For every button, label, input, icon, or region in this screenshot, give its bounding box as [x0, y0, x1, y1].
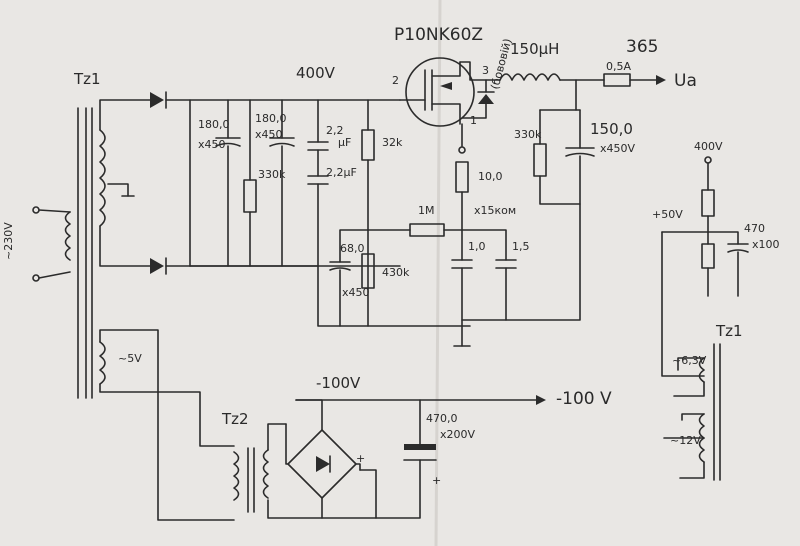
pin-source: 1	[470, 114, 477, 127]
resistor-10	[455, 123, 469, 261]
tap-12v-label: ~12V	[670, 434, 701, 447]
inductor-150uh	[499, 73, 605, 81]
output-label: Ua	[674, 71, 697, 91]
cap-180-b	[269, 99, 295, 267]
tz1-5v-secondary-wiring	[99, 329, 235, 521]
cap-180-b-voltage: x450	[255, 128, 283, 141]
cap-2u2-b-label: 2,2μF	[326, 166, 357, 179]
page-fold	[434, 0, 442, 546]
resistor-330k-a-label: 330k	[258, 168, 286, 181]
right-50v-label: +50V	[652, 208, 683, 221]
sec-5v-label: ~5V	[118, 352, 142, 365]
cap-180-a	[215, 99, 241, 267]
resistor-330k-a	[243, 99, 257, 267]
tz1-transformer	[64, 107, 106, 399]
cap-68	[329, 229, 369, 327]
resistor-10-label: 10,0	[478, 170, 503, 183]
resistor-1m	[367, 223, 463, 237]
cap-1u0	[451, 259, 473, 347]
cap-2u2-a-unit: μF	[338, 136, 351, 149]
cap-2u2-a	[307, 99, 329, 267]
resistor-430k-label: 430k	[382, 266, 410, 279]
output-filter	[505, 79, 595, 321]
cap-470-bottom-value: 470,0	[426, 412, 458, 425]
cap-180-a-voltage: x450	[198, 138, 226, 151]
resistor-1m-label: 1M	[418, 204, 435, 217]
bus-400v-label: 400V	[296, 64, 336, 82]
bridge-rectifier	[285, 395, 546, 519]
zener-diode	[461, 79, 495, 119]
tap-6v3-label: ~6,3V	[672, 354, 707, 367]
resistor-15k-label: x15ком	[474, 204, 516, 217]
fuse-label: 0,5A	[606, 60, 631, 73]
minus100v-output-label: -100 V	[556, 389, 612, 409]
fuse	[603, 73, 666, 87]
cap-68-voltage: x450	[342, 286, 370, 299]
resistor-32k-label: 32k	[382, 136, 403, 149]
cap-180-a-value: 180,0	[198, 118, 230, 131]
mosfet-p10nk60z	[399, 57, 501, 127]
ground-rail	[317, 265, 471, 327]
tz2-transformer	[233, 423, 377, 519]
cap-68-value: 68,0	[340, 242, 365, 255]
inductor-label: 150μH	[510, 40, 559, 58]
right-supply	[661, 156, 749, 481]
tz1-right-label: Tz1	[715, 322, 743, 340]
resistor-430k	[361, 253, 375, 289]
pin-drain: 3	[482, 64, 489, 77]
cap-180-b-value: 180,0	[255, 112, 287, 125]
cap-470-right-voltage: x100	[752, 238, 780, 251]
cap-2u2-a-value: 2,2	[326, 124, 344, 137]
tz2-label: Tz2	[221, 410, 249, 428]
mains-label: ~230V	[2, 222, 15, 260]
cap-150-voltage: x450V	[600, 142, 636, 155]
tz1-label: Tz1	[73, 70, 101, 88]
cap-470-right-value: 470	[744, 222, 765, 235]
bridge-plus: +	[356, 452, 365, 465]
cap-470-plus: +	[432, 474, 441, 487]
cap-470-bottom-voltage: x200V	[440, 428, 476, 441]
resistor-330k-b-label: 330k	[514, 128, 542, 141]
tube-label: 365	[626, 37, 658, 57]
right-400v-label: 400V	[694, 140, 723, 153]
minus100v-top-label: -100V	[316, 374, 361, 392]
cap-470-bottom	[375, 399, 437, 519]
cap-1u5-label: 1,5	[512, 240, 530, 253]
cap-150-value: 150,0	[590, 120, 633, 138]
cap-1u0-label: 1,0	[468, 240, 486, 253]
pin-gate: 2	[392, 74, 399, 87]
mosfet-label: P10NK60Z	[394, 25, 483, 45]
mains-input	[32, 206, 71, 282]
resistor-32k	[361, 99, 375, 327]
